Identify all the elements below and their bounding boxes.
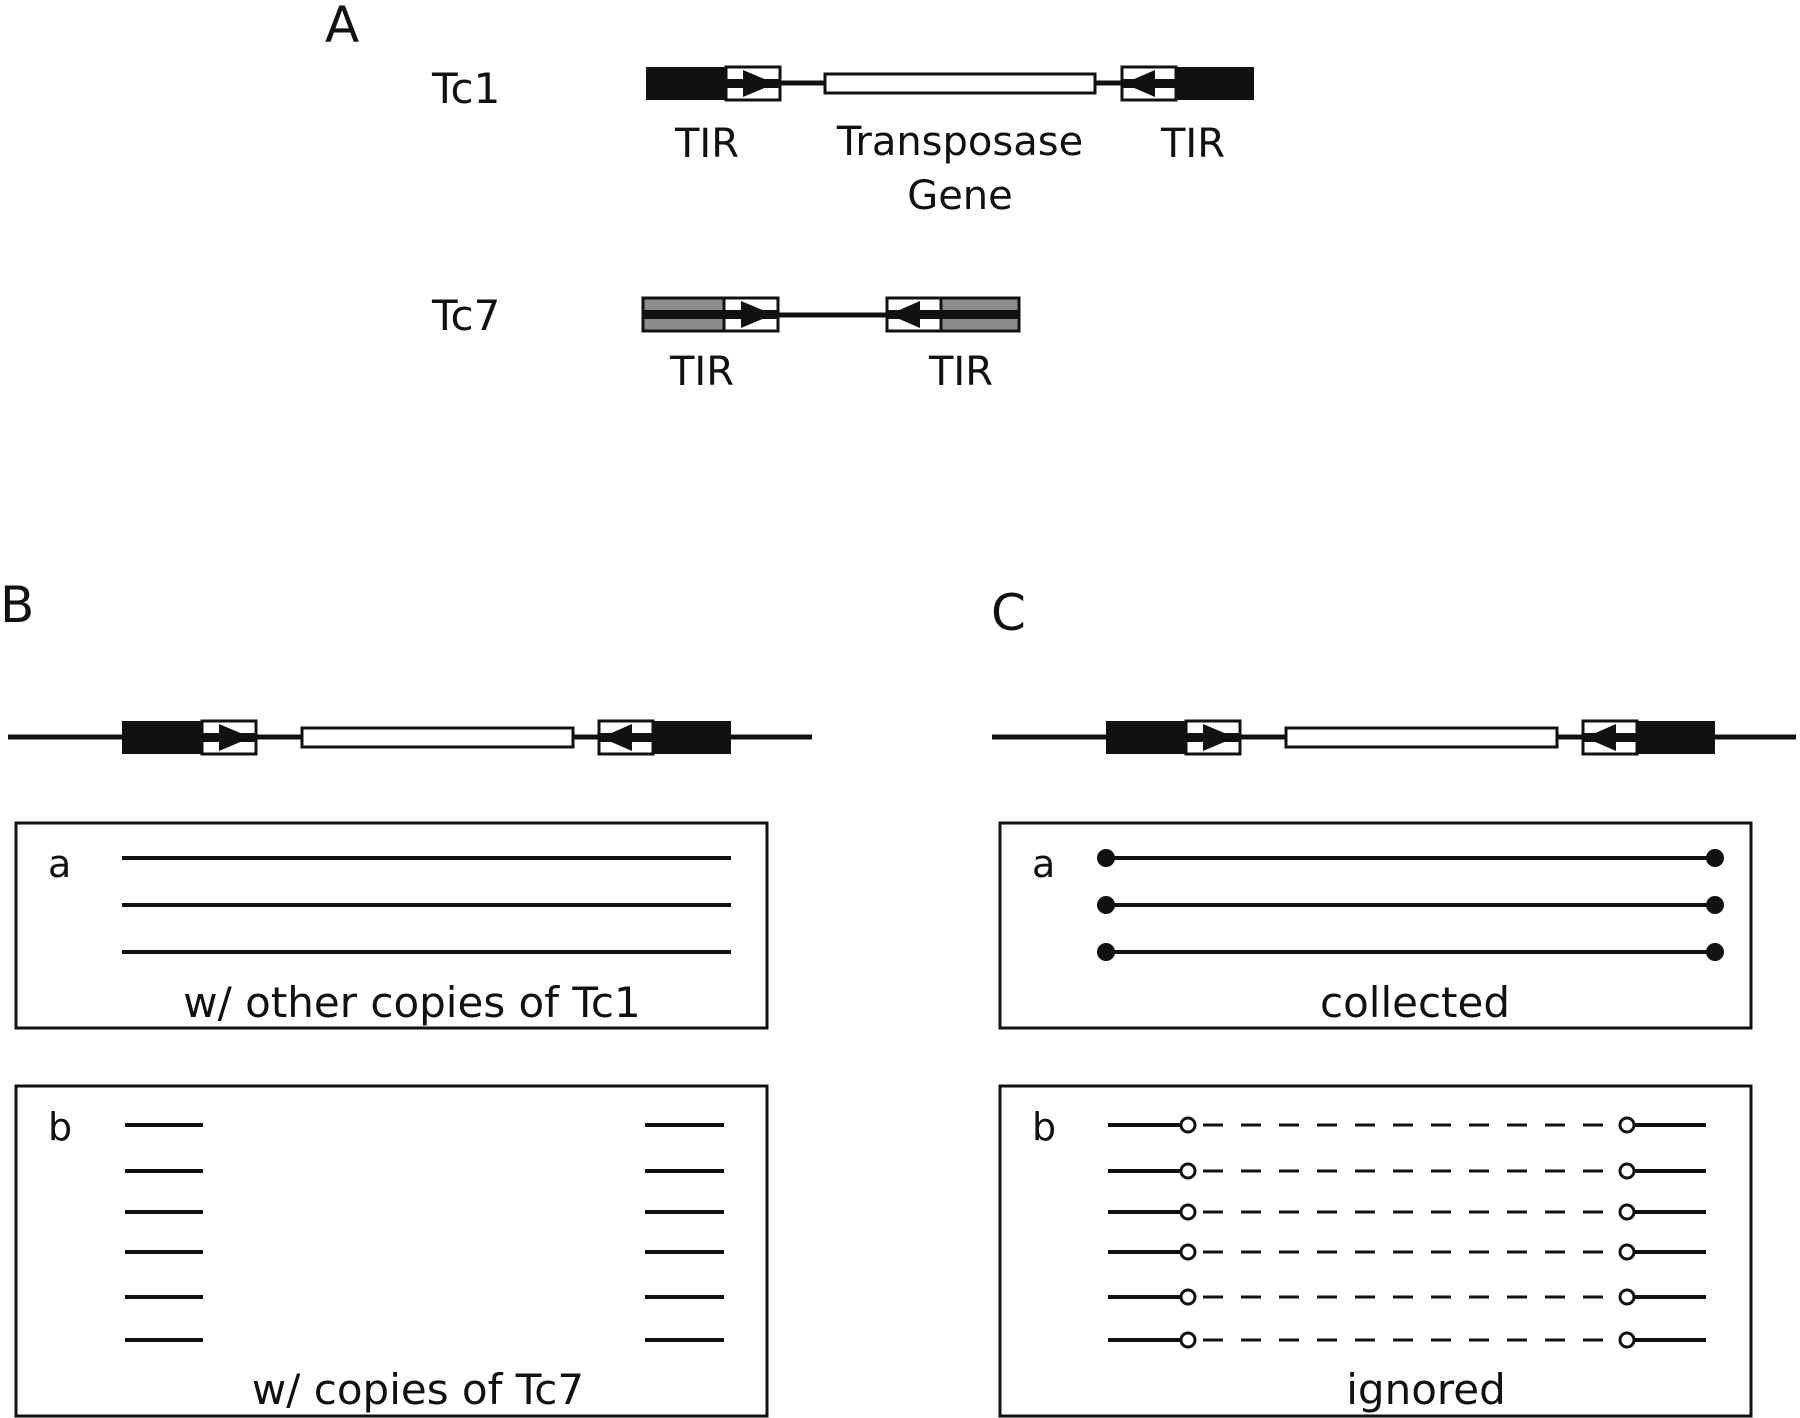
panel-c-box-b-row-5-left-open-dot (1179, 1288, 1197, 1306)
tc1-transposase-gene-box (823, 72, 1097, 95)
panel-c-gene-box (1284, 726, 1559, 749)
panel-c-tir-right-arrow-icon (1585, 724, 1616, 751)
panel-b-tir-left-gap-bottom (205, 744, 213, 750)
panel-c-box-a-letter: a (1032, 842, 1055, 886)
panel-c-box-b-row-2 (1108, 1162, 1706, 1180)
tc1-gene-label-line1: Transposase (836, 119, 1083, 165)
tc1-tir-left-label: TIR (674, 121, 739, 167)
tc7-tir-right-label: TIR (928, 349, 993, 395)
panel-c-box-b-row-3 (1108, 1203, 1706, 1221)
panel-c-box-a-frame (998, 821, 1753, 1030)
panel-b-letter: B (0, 576, 34, 634)
panel-b-tir-right-arrow-icon (601, 724, 632, 751)
panel-b-box-a-letter: a (48, 842, 71, 886)
tc1-tir-left-gap-top (729, 71, 737, 77)
panel-c-box-b-row-1-right-open-dot (1618, 1116, 1636, 1134)
panel-b-box-b-caption: w/ copies of Tc7 (252, 1365, 584, 1414)
panel-b-box-a-caption: w/ other copies of Tc1 (183, 978, 640, 1027)
panel-c-tir-left-arrow-icon (1203, 724, 1235, 751)
panel-c-box-b-row-3-right-open-dot (1618, 1203, 1636, 1221)
panel-c-box-b-row-4-right-open-dot (1618, 1243, 1636, 1261)
tc7-tir-left-gap-bottom (727, 321, 735, 327)
tc7-tir-right-gap-bottom (926, 321, 934, 327)
panel-c-box-b-row-6-right-open-dot (1618, 1331, 1636, 1349)
tc7-tir-left-center-line (643, 310, 778, 319)
tc1-tir-right-arrow-icon (1124, 70, 1155, 97)
tc1-gene-label-line2: Gene (907, 173, 1013, 219)
tc7-tir-right-gap-top (926, 302, 934, 308)
panel-c-box-a-line-1-left-dot (1097, 849, 1115, 867)
panel-b-box-a: a w/ other copies of Tc1 (14, 821, 769, 1030)
tc1-tir-left-gap-bottom (729, 90, 737, 96)
panel-c-tir-right-gap-bottom (1622, 744, 1630, 750)
panel-c-box-b: b (998, 1084, 1753, 1418)
panel-c-box-a-line-2-left-dot (1097, 896, 1115, 914)
panel-c-box-a-line-1-right-dot (1706, 849, 1724, 867)
tc7-tir-right-center-line (887, 310, 1019, 319)
panel-b-tir-right-gap-top (638, 725, 646, 731)
panel-c-box-a: a collected (998, 821, 1753, 1030)
panel-b-box-b: b w/ copies of Tc7 (14, 1084, 769, 1418)
panel-c-box-b-row-4-left-open-dot (1179, 1243, 1197, 1261)
panel-c-box-b-row-2-left-open-dot (1179, 1162, 1197, 1180)
tc7-element (641, 296, 1021, 333)
panel-c-box-b-row-6 (1108, 1331, 1706, 1349)
tc1-name: Tc1 (431, 64, 500, 113)
panel-c-box-b-row-1-left-open-dot (1179, 1116, 1197, 1134)
tc1-tir-right-gap-bottom (1161, 90, 1169, 96)
tc1-tir-left-arrow-icon (743, 70, 775, 97)
panel-c-tir-left-gap-bottom (1189, 744, 1197, 750)
panel-c-box-b-row-6-left-open-dot (1179, 1331, 1197, 1349)
tc7-tir-right-arrow-icon (889, 301, 920, 328)
tc1-element (646, 65, 1254, 102)
panel-c-letter: C (991, 584, 1026, 642)
panel-c-box-b-row-5 (1108, 1288, 1706, 1306)
panel-b-tir-left-arrow-icon (219, 724, 251, 751)
tc1-tir-right (1120, 65, 1254, 102)
tc1-tir-right-gap-top (1161, 71, 1169, 77)
panel-c-box-a-line-2-right-dot (1706, 896, 1724, 914)
tc7-tir-left-gap-top (727, 302, 735, 308)
panel-b-box-b-frame (14, 1084, 769, 1418)
tc1-tir-right-label: TIR (1160, 121, 1225, 167)
panel-c-box-b-row-5-right-open-dot (1618, 1288, 1636, 1306)
panel-b-gene-box (300, 726, 575, 749)
panel-b-box-a-frame (14, 821, 769, 1030)
panel-c-box-a-caption: collected (1320, 978, 1510, 1027)
panel-c-tir-left-gap-top (1189, 725, 1197, 731)
panel-c-box-b-row-3-left-open-dot (1179, 1203, 1197, 1221)
tc7-tir-left-label: TIR (669, 349, 734, 395)
panel-c-box-b-row-1 (1108, 1116, 1706, 1134)
panel-b-tc1-element (8, 719, 812, 756)
panel-b-box-b-letter: b (48, 1105, 72, 1149)
panel-c-tc1-element (992, 719, 1796, 756)
tc7-tir-right (885, 296, 1021, 333)
panel-c-box-b-row-4 (1108, 1243, 1706, 1261)
panel-c-box-a-line-3-left-dot (1097, 943, 1115, 961)
panel-c-box-b-caption: ignored (1346, 1365, 1506, 1414)
tc7-tir-left-arrow-icon (741, 301, 773, 328)
panel-b-tir-left-gap-top (205, 725, 213, 731)
tc7-name: Tc7 (431, 291, 500, 340)
panel-b-tir-right-gap-bottom (638, 744, 646, 750)
panel-c-box-a-line-3-right-dot (1706, 943, 1724, 961)
panel-c-box-b-letter: b (1032, 1105, 1056, 1149)
panel-c-tir-right-gap-top (1622, 725, 1630, 731)
panel-c-box-b-row-2-right-open-dot (1618, 1162, 1636, 1180)
tc1-tir-left (646, 65, 782, 102)
panel-c-box-b-frame (998, 1084, 1753, 1418)
panel-a-letter: A (325, 0, 359, 54)
tc7-tir-left (641, 296, 780, 333)
